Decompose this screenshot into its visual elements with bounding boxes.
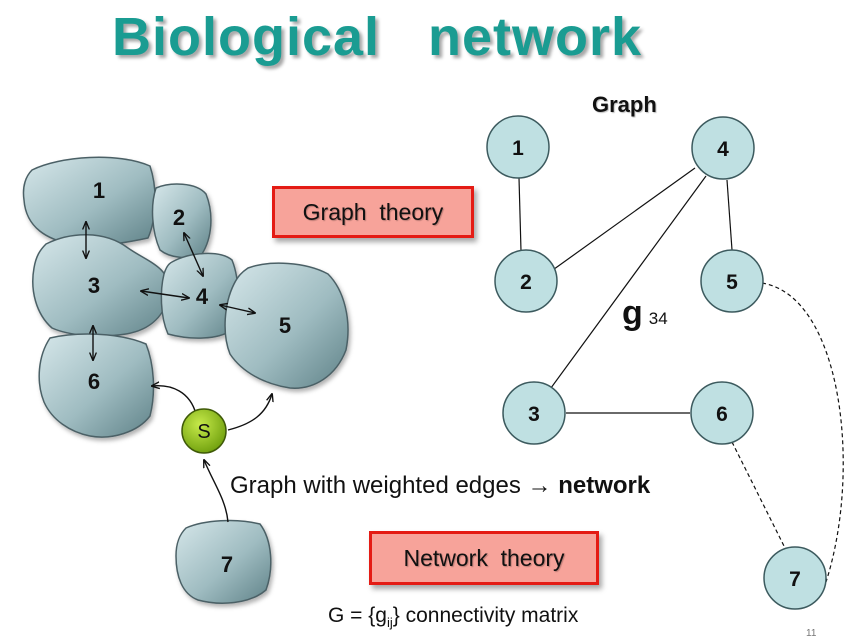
graph-node-label: 5: [726, 271, 738, 294]
graph-node-4: [691, 116, 755, 180]
edge-weight-label: g 34: [622, 294, 668, 333]
arrow-s-5: [227, 394, 272, 431]
edge-1-2: [518, 177, 522, 252]
arrow-7-s: [204, 460, 229, 523]
graph-node-5: [700, 249, 764, 313]
edge-4-5: [726, 179, 733, 251]
blob-7-shape: [175, 519, 272, 604]
blob-4-shape: [160, 252, 239, 339]
edge-5-7-weak: [761, 282, 844, 583]
caption-bold: network: [558, 472, 651, 499]
blob-5-shape: [224, 262, 349, 389]
page-title: Biological network: [112, 7, 643, 67]
blob-6-shape: [38, 333, 155, 438]
caption-text: Graph with weighted edges →: [230, 472, 559, 499]
graph-node-label: 7: [789, 568, 801, 591]
graph-node-label: 6: [716, 403, 728, 426]
graph-node-label: 1: [512, 137, 524, 160]
signal-label: S: [197, 421, 210, 443]
graph-theory-label: Graph theory: [272, 186, 474, 238]
blob-label: 4: [196, 284, 209, 309]
arrow-2-4: [184, 233, 203, 276]
blob-3-shape: [32, 234, 171, 337]
signal-node: [181, 408, 227, 454]
blob-label: 5: [279, 313, 291, 338]
graph-node-label: 3: [528, 403, 540, 426]
graph-node-label: 2: [520, 271, 532, 294]
graph-node-label: 4: [717, 138, 729, 161]
arrow-4-5: [220, 305, 255, 313]
graph-node-7: [763, 546, 827, 610]
network-theory-label: Network theory: [369, 531, 599, 585]
graph-heading: Graph: [592, 92, 657, 117]
matrix-subscript: ij: [386, 615, 393, 631]
blob-label: 2: [173, 205, 185, 230]
edge-2-4: [549, 167, 696, 273]
blob-1-shape: [22, 156, 156, 247]
edge-weight-subscript: 34: [648, 309, 668, 328]
connectivity-matrix-caption: G = {gij} connectivity matrix: [328, 604, 578, 630]
arrow-s-6: [152, 386, 197, 415]
graph-node-3: [502, 381, 566, 445]
blob-label: 3: [88, 273, 100, 298]
matrix-suffix: } connectivity matrix: [392, 604, 579, 627]
graph-node-2: [494, 249, 558, 313]
blob-label: 1: [93, 178, 105, 203]
blob-label: 6: [88, 369, 100, 394]
page-number: 11: [806, 628, 817, 639]
edge-weight-symbol: g: [622, 294, 643, 332]
matrix-prefix: G = {g: [328, 604, 387, 627]
graph-node-1: [486, 115, 550, 179]
weighted-edges-caption: Graph with weighted edges → network: [230, 472, 650, 500]
blob-label: 7: [221, 552, 233, 577]
edge-3-4: [547, 175, 707, 393]
graph-node-6: [690, 381, 754, 445]
arrow-3-4: [141, 291, 189, 298]
edge-6-7-weak: [731, 441, 787, 551]
